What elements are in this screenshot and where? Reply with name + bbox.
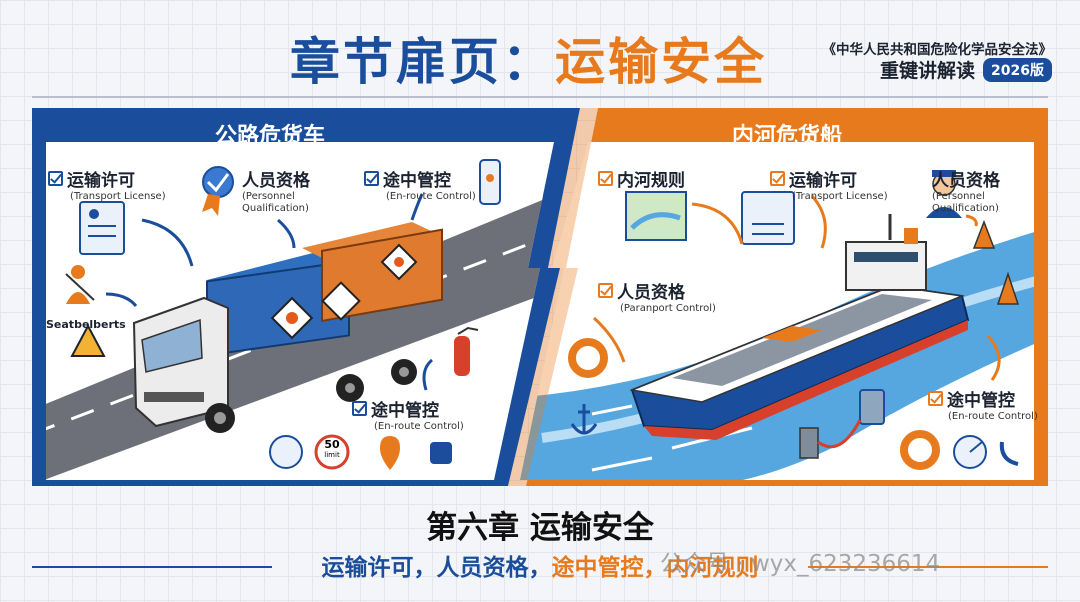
river-item-personnel: 人员资格 (Personnel Qualification) [932, 166, 1000, 215]
river-panel-title: 内河危货船 [732, 124, 843, 149]
item-sublabel: (Personnel Qualification) [242, 191, 309, 214]
checkbox-icon [770, 171, 785, 186]
river-item-transport-license: 运输许可 (Transport License) [770, 166, 888, 203]
item-sublabel: (En-route Control) [374, 421, 464, 432]
checkbox-icon [352, 401, 367, 416]
item-label: 人员资格 [617, 283, 685, 303]
item-sublabel: (Personnel Qualification) [932, 191, 999, 214]
footer-divider-right [808, 566, 1048, 568]
item-label: 人员资格 [242, 171, 310, 191]
panel-illustration [32, 108, 1048, 486]
item-label: 运输许可 [789, 171, 857, 191]
item-label: 内河规则 [617, 171, 685, 191]
item-sublabel: (Transport License) [792, 191, 888, 202]
speed-limit-unit: limit [324, 451, 340, 459]
footer-summary-part1: 运输许可，人员资格， [321, 555, 552, 581]
item-label: 途中管控 [371, 401, 439, 421]
road-item-enroute-2: 途中管控 (En-route Control) [352, 396, 464, 433]
item-sublabel: (Paranport Control) [620, 303, 716, 314]
river-item-rules: 内河规则 [598, 166, 685, 191]
item-label: 途中管控 [383, 171, 451, 191]
speed-limit-sign: 50 limit [318, 438, 346, 460]
seatbelt-label: Seatbelberts [46, 318, 126, 331]
chapter-title: 第六章 运输安全 [426, 510, 654, 546]
top-divider [32, 96, 1048, 98]
road-panel-title: 公路危货车 [215, 124, 326, 149]
watermark: 公众号 · wyx_623236614 [660, 551, 941, 577]
item-sublabel: (Transport License) [70, 191, 166, 202]
page-title: 章节扉页：运输安全 [290, 22, 767, 94]
year-badge: 2026版 [983, 57, 1052, 82]
checkbox-icon [48, 171, 63, 186]
page-title-accent: 运输安全 [555, 33, 767, 91]
subtitle: 重键讲解读 [880, 60, 976, 82]
item-label: 人员资格 [932, 171, 1000, 191]
item-label: 运输许可 [67, 171, 135, 191]
footer-divider-left [32, 566, 272, 568]
item-sublabel: (En-route Control) [948, 411, 1038, 422]
law-title: 《中华人民共和国危险化学品安全法》 [822, 42, 1053, 58]
page-title-main: 章节扉页： [290, 33, 555, 91]
footer-summary-part2: 途中管控，内河规则 [551, 555, 759, 581]
subtitle-row: 重键讲解读 2026版 [880, 56, 1052, 83]
speed-limit-value: 50 [324, 438, 340, 451]
checkbox-icon [598, 171, 613, 186]
river-item-enroute: 途中管控 (En-route Control) [928, 386, 1038, 423]
road-item-enroute: 途中管控 (En-route Control) [364, 166, 476, 203]
item-sublabel: (En-route Control) [386, 191, 476, 202]
road-item-personnel: 人员资格 (Personnel Qualification) [242, 166, 310, 215]
checkbox-icon [364, 171, 379, 186]
road-item-transport-license: 运输许可 (Transport License) [48, 166, 166, 203]
footer-summary: 运输许可，人员资格，途中管控，内河规则 [0, 548, 1080, 582]
river-item-personnel-2: 人员资格 (Paranport Control) [598, 278, 716, 315]
checkbox-icon [928, 391, 943, 406]
checkbox-icon [598, 283, 613, 298]
item-label: 途中管控 [947, 391, 1015, 411]
